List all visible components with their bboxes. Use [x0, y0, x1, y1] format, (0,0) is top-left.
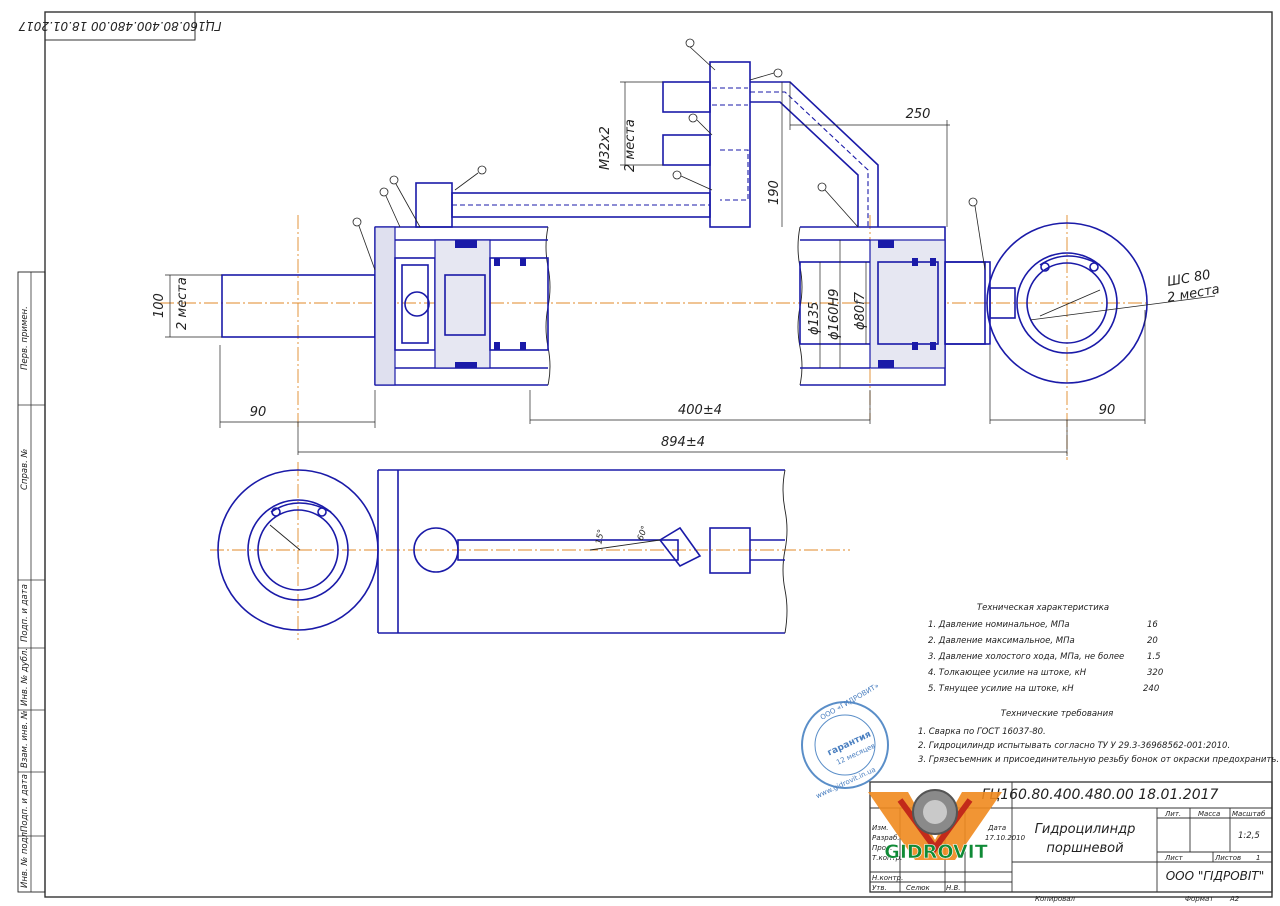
side-label: Инв. № дубл. — [20, 648, 30, 706]
tech-char-row: 5. Тянущее усилие на штоке, кН — [928, 684, 1074, 694]
tech-char-value: 240 — [1143, 684, 1159, 694]
tech-char: Техническая характеристика 1. Давление н… — [928, 603, 1163, 694]
tb-prov: Пров. — [872, 844, 892, 852]
tech-char-value: 320 — [1147, 668, 1163, 678]
tb-razrab: Разраб. — [872, 834, 900, 842]
tech-char-row: 1. Давление номинальное, МПа — [928, 620, 1070, 630]
tech-char-value: 1.5 — [1147, 652, 1161, 662]
side-label: Перв. примен. — [20, 306, 30, 370]
pipe-b — [750, 81, 879, 227]
dim-d80: ϕ80f7 — [853, 291, 868, 330]
nut-hole — [404, 291, 430, 317]
tb-format: Формат — [1185, 895, 1214, 903]
piston-seal — [455, 362, 477, 368]
tb-sheet: Лист — [1164, 854, 1184, 862]
corner-code-box — [44, 11, 196, 41]
tb-tkontr: Т.контр. — [872, 854, 902, 862]
tech-req-item: 3. Грязесъемник и присоединительную резь… — [918, 755, 1279, 765]
tech-req-item: 2. Гидроцилиндр испытывать согласно ТУ У… — [918, 741, 1230, 751]
tech-char-value: 20 — [1147, 636, 1158, 646]
rear-eye-stub — [221, 274, 376, 338]
tb-mass: Масса — [1198, 810, 1220, 818]
port-b-block — [709, 61, 751, 228]
side-label: Инв. № подл. — [20, 829, 30, 888]
tech-char-value: 16 — [1147, 620, 1158, 630]
dim-190: 190 — [767, 180, 782, 205]
tb-company: ООО "ГІДРОВІТ" — [1166, 869, 1265, 883]
logo-text: GIDROVIT — [884, 841, 987, 863]
tb-copied: Копировал — [1035, 895, 1076, 903]
side-label: Взам. инв. № — [20, 710, 30, 768]
corner-code: ГЦ160.80.400.480.00 18.01.2017 — [18, 19, 221, 33]
gidrovit-logo: GIDROVIT — [868, 789, 1002, 863]
title-code: ГЦ160.80.400.480.00 18.01.2017 — [982, 787, 1219, 803]
tb-sheets: Листов — [1214, 854, 1241, 862]
main-view: 90 90 400±4 894±4 250 190 М32х2 2 места … — [152, 38, 1221, 460]
title-name-2: поршневой — [1046, 841, 1123, 856]
dim-d135: ϕ135 — [807, 302, 822, 335]
tech-char-row: 2. Давление максимальное, МПа — [928, 636, 1075, 646]
tb-sheets-value: 1 — [1256, 854, 1260, 862]
front-eye — [986, 222, 1148, 384]
dim-d160: ϕ160Н9 — [827, 289, 842, 340]
tech-char-row: 4. Толкающее усилие на штоке, кН — [928, 668, 1087, 678]
dim-m32-places: 2 места — [623, 119, 638, 172]
piston-seal — [455, 240, 477, 248]
tb-scale-value: 1:2,5 — [1238, 831, 1260, 841]
tb-scale: Масштаб — [1232, 810, 1266, 818]
tb-lit: Лит. — [1164, 810, 1181, 818]
angle-60: 60° — [636, 525, 651, 543]
dim-250: 250 — [906, 107, 931, 122]
tb-utv: Утв. — [872, 884, 887, 892]
piston — [434, 239, 491, 369]
tb-initials: Н.В. — [946, 884, 961, 892]
tb-data: Дата — [987, 824, 1006, 832]
tb-izm: Изм. — [872, 824, 888, 832]
tech-req-item: 1. Сварка по ГОСТ 16037-80. — [918, 727, 1046, 737]
dim-90-right: 90 — [1099, 403, 1116, 418]
rear-cap — [374, 226, 396, 386]
tech-req-title: Технические требования — [1001, 709, 1113, 719]
side-label: Подп. и дата — [20, 774, 30, 832]
side-label: Подп. и дата — [20, 584, 30, 642]
dim-m32: М32х2 — [598, 126, 613, 170]
bottom-view: 15° 60° — [210, 462, 850, 640]
dim-894: 894±4 — [661, 435, 705, 450]
tech-req: Технические требования 1. Сварка по ГОСТ… — [918, 709, 1279, 765]
tech-char-title: Техническая характеристика — [977, 603, 1109, 613]
tb-nkontr: Н.контр. — [872, 874, 903, 882]
tech-char-row: 3. Давление холостого хода, МПа, не боле… — [928, 652, 1124, 662]
dimension-lines — [165, 81, 1216, 456]
dim-100: 100 — [152, 293, 167, 318]
body-top — [377, 469, 785, 634]
dim-90-left: 90 — [250, 405, 267, 420]
tb-format-value: А2 — [1229, 895, 1240, 903]
leader-balloons — [352, 38, 986, 271]
title-name-1: Гидроцилиндр — [1035, 822, 1136, 837]
dim-shs: ШС 80 — [1166, 268, 1212, 290]
port-a-block — [415, 182, 453, 228]
dim-100-places: 2 места — [175, 277, 190, 330]
side-label: Справ. № — [20, 448, 30, 490]
dim-400: 400±4 — [678, 403, 722, 418]
tb-date-val: 17.10.2010 — [985, 834, 1026, 842]
tb-person: Селюк — [906, 884, 931, 892]
side-strip: Перв. примен. Справ. № Подп. и дата Инв.… — [17, 271, 46, 893]
angle-15: 15° — [594, 529, 606, 546]
